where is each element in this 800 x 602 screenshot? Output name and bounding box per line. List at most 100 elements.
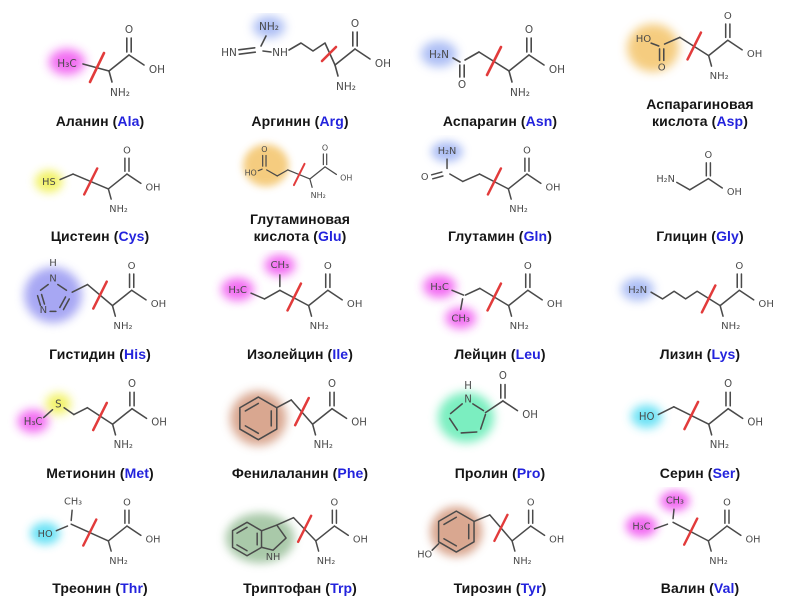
svg-text:NH₂: NH₂ — [510, 87, 530, 99]
svg-text:H₂N: H₂N — [429, 49, 449, 61]
svg-text:OH: OH — [547, 299, 563, 310]
caption-line: Изолейцин (Ile) — [247, 346, 353, 363]
svg-text:H: H — [49, 258, 57, 269]
caption-line: Лейцин (Leu) — [454, 346, 545, 363]
svg-text:CH₃: CH₃ — [271, 260, 290, 271]
amino-acid-name: Лизин — [659, 345, 703, 362]
paren-close: ) — [149, 464, 154, 481]
caption-ala: Аланин (Ala) — [56, 113, 145, 130]
amino-acid-abbr: Gly — [716, 227, 739, 244]
paren-close: ) — [144, 227, 150, 244]
paren-close: ) — [352, 579, 357, 596]
caption-line: Лизин (Lys) — [660, 346, 740, 363]
svg-text:NH₂: NH₂ — [336, 81, 356, 93]
paren-open: ( — [707, 112, 717, 129]
svg-text:CH₃: CH₃ — [64, 496, 82, 507]
caption-line: Фенилаланин (Phe) — [232, 465, 368, 482]
caption-ile: Изолейцин (Ile) — [247, 346, 353, 363]
caption-asn: Аспарагин (Asn) — [443, 113, 557, 130]
svg-text:NH₂: NH₂ — [317, 556, 336, 567]
svg-text:OH: OH — [727, 187, 742, 198]
amino-acid-name: кислота — [652, 112, 708, 129]
svg-text:O: O — [658, 63, 666, 74]
amino-acid-name: Пролин — [454, 464, 509, 481]
caption-ser: Серин (Ser) — [660, 465, 740, 482]
paren-close: ) — [341, 227, 347, 244]
svg-text:O: O — [524, 261, 532, 272]
amino-acid-abbr: Glu — [318, 227, 342, 244]
caption-line: Глутамин (Gln) — [448, 228, 552, 245]
paren-open: ( — [111, 579, 121, 596]
svg-text:NH: NH — [272, 47, 288, 59]
svg-text:OH: OH — [747, 418, 763, 429]
svg-text:H₃C: H₃C — [57, 58, 76, 70]
caption-gln: Глутамин (Gln) — [448, 228, 552, 245]
svg-text:NH₂: NH₂ — [109, 556, 128, 567]
svg-text:O: O — [128, 379, 136, 390]
svg-text:N: N — [464, 394, 472, 405]
svg-text:NH₂: NH₂ — [314, 440, 333, 451]
paren-open: ( — [321, 579, 331, 596]
svg-text:O: O — [261, 145, 267, 154]
caption-line: Аспарагиновая — [646, 95, 754, 112]
svg-text:OH: OH — [340, 174, 352, 183]
svg-text:NH₂: NH₂ — [259, 21, 279, 33]
amino-acid-name: Треонин — [52, 579, 112, 596]
svg-text:O: O — [123, 145, 131, 156]
amino-acid-abbr: Ile — [332, 345, 349, 362]
svg-text:OH: OH — [353, 534, 368, 545]
amino-acid-name: Гистидин — [49, 345, 116, 362]
svg-text:OH: OH — [745, 534, 760, 545]
amino-acid-abbr: Asn — [525, 112, 553, 129]
caption-line: Метионин (Met) — [46, 465, 154, 482]
svg-text:O: O — [125, 24, 133, 36]
caption-line: Гистидин (His) — [49, 346, 151, 363]
paren-open: ( — [703, 464, 713, 481]
amino-acid-abbr: Gln — [523, 227, 548, 244]
svg-text:HO: HO — [38, 529, 53, 540]
svg-text:OH: OH — [375, 58, 391, 70]
svg-text:O: O — [458, 79, 466, 91]
svg-text:CH₃: CH₃ — [451, 314, 470, 325]
paren-close: ) — [735, 345, 741, 362]
amino-acid-abbr: Asp — [716, 112, 744, 129]
svg-text:O: O — [523, 145, 531, 156]
svg-text:H₃C: H₃C — [632, 521, 650, 532]
svg-text:HO: HO — [636, 34, 652, 45]
svg-text:NH₂: NH₂ — [114, 440, 133, 451]
svg-text:O: O — [724, 11, 732, 22]
paren-close: ) — [348, 345, 353, 362]
svg-text:NH₂: NH₂ — [113, 321, 132, 332]
caption-line: Пролин (Pro) — [455, 465, 546, 482]
paren-open: ( — [705, 579, 714, 596]
caption-line: Тирозин (Tyr) — [454, 580, 547, 597]
amino-acid-name: Изолейцин — [247, 345, 324, 362]
paren-close: ) — [552, 112, 558, 129]
caption-line: Глутаминовая — [249, 210, 351, 227]
svg-text:O: O — [331, 497, 339, 508]
caption-pro: Пролин (Pro) — [455, 465, 546, 482]
caption-line: Триптофан (Trp) — [243, 580, 357, 597]
svg-text:CH₃: CH₃ — [666, 495, 684, 506]
amino-acid-name: Серин — [659, 464, 704, 481]
